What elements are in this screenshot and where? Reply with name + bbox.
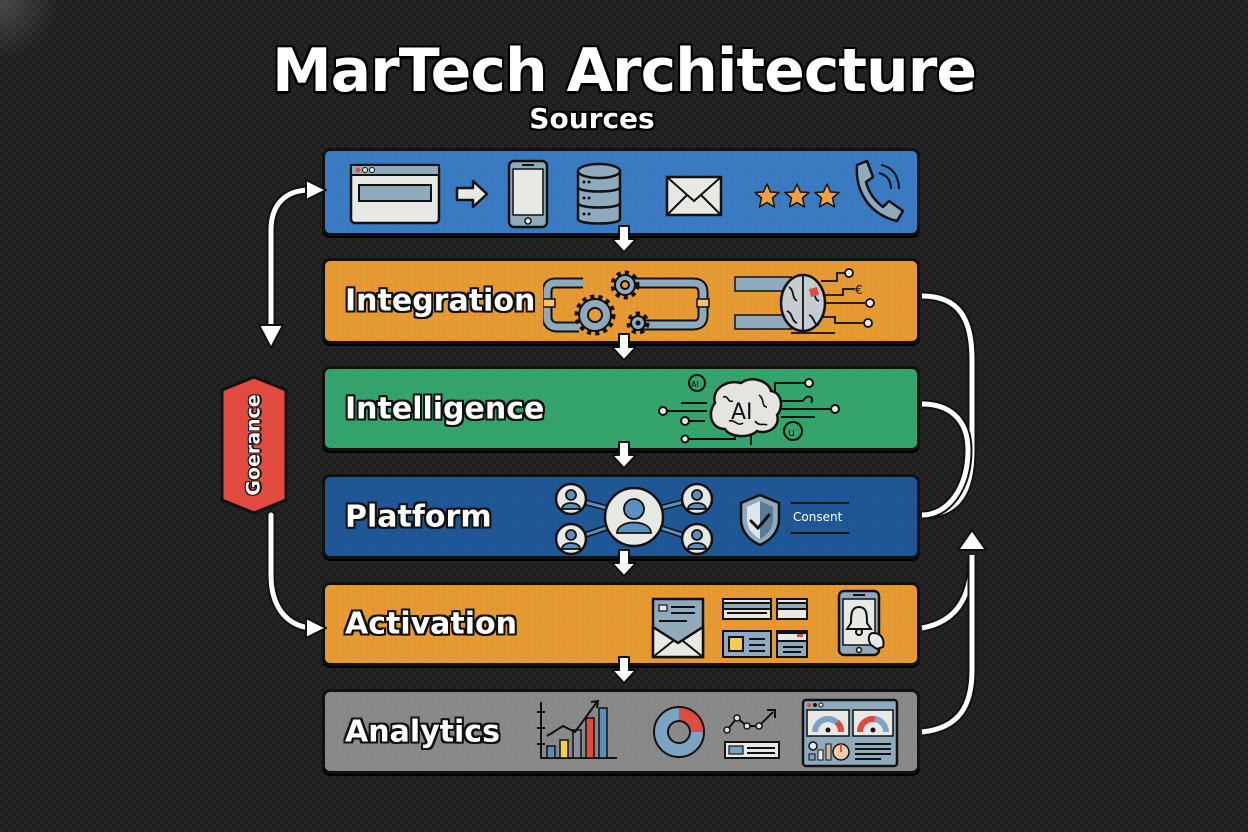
arrowhead-down-left	[258, 324, 284, 349]
svg-text:AI: AI	[691, 380, 699, 389]
layer-activation: Activation	[322, 582, 920, 666]
sources-heading: Sources	[529, 102, 655, 135]
consent-label: Consent	[793, 510, 843, 524]
arrow-right-icon	[455, 179, 489, 209]
flow-arrow-down-1	[611, 225, 637, 253]
governance-label: Goerance	[243, 394, 265, 496]
svg-text:AI: AI	[731, 400, 753, 425]
donut-chart-icon	[653, 706, 705, 758]
mobile-notification-icon	[837, 589, 885, 657]
browser-window-icon	[349, 163, 441, 225]
layer-analytics: Analytics	[322, 689, 920, 774]
governance-label-wrap: Goerance	[219, 374, 289, 516]
ai-brain-icon: AI u AI	[658, 374, 840, 445]
svg-text:u: u	[788, 426, 795, 439]
ad-cards-icon	[722, 598, 808, 658]
phone-handset-icon	[855, 159, 905, 223]
intelligence-label: Intelligence	[345, 391, 545, 426]
envelope-icon	[665, 175, 723, 217]
consent-lines	[791, 502, 849, 534]
layer-sources	[322, 148, 920, 236]
diagram-title: MarTech Architecture	[271, 36, 977, 106]
flow-arrow-down-2	[611, 333, 637, 361]
bar-chart-icon	[537, 699, 617, 759]
integration-label: Integration	[345, 283, 536, 319]
analytics-label: Analytics	[345, 714, 500, 749]
smartphone-icon	[507, 159, 549, 229]
shield-check-icon	[739, 493, 781, 547]
layer-intelligence: Intelligence AI u AI	[322, 366, 920, 451]
svg-text:€: €	[855, 283, 863, 297]
line-chart-icon	[723, 709, 780, 759]
user-network-icon	[554, 482, 714, 556]
open-envelope-icon	[651, 597, 705, 659]
activation-label: Activation	[345, 606, 518, 642]
arrowhead-to-sources	[305, 179, 327, 201]
flow-arrow-down-5	[611, 656, 637, 684]
governance-badge	[220, 375, 288, 515]
three-stars-icon	[754, 183, 840, 208]
arrowhead-up-right	[957, 529, 987, 551]
circuit-brain-icon: €	[734, 268, 875, 334]
pipes-gears-icon	[543, 270, 710, 336]
arrowhead-to-activation	[305, 617, 327, 639]
platform-label: Platform	[345, 499, 492, 534]
layer-platform: Platform Consent	[322, 474, 920, 559]
database-icon	[576, 162, 622, 225]
flow-arrow-down-3	[611, 441, 637, 469]
dashboard-icon	[801, 698, 899, 768]
flow-arrow-down-4	[611, 549, 637, 577]
